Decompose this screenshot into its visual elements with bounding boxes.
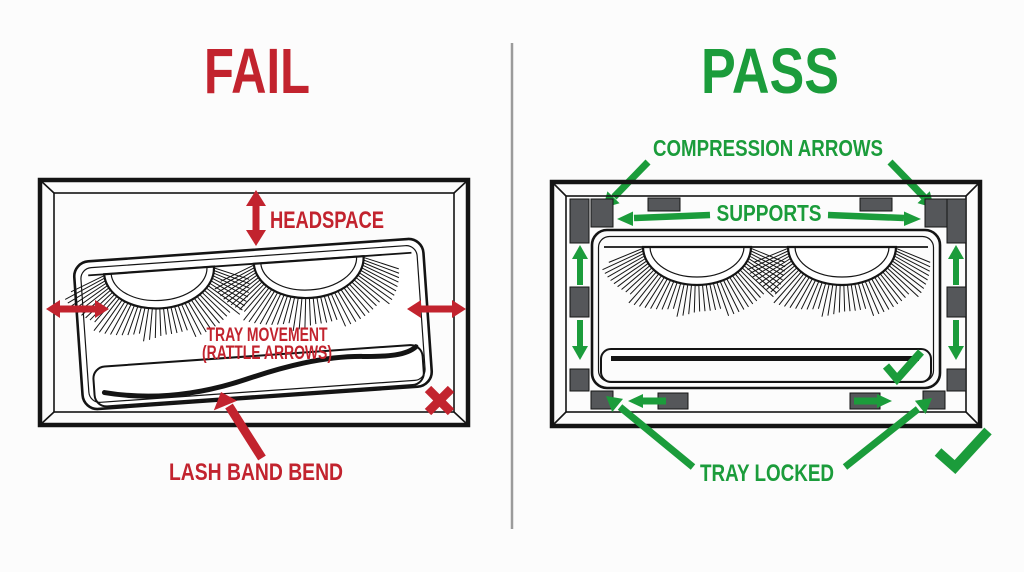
headspace-label: HEADSPACE xyxy=(270,207,384,234)
support-blocks xyxy=(569,197,967,410)
tray-locked-arrow-right-icon xyxy=(842,398,932,470)
support-block xyxy=(946,198,967,244)
support-block xyxy=(590,198,614,228)
compression-up-arrow-right-icon xyxy=(948,245,964,285)
support-block xyxy=(569,368,590,392)
compression-arrows-label: COMPRESSION ARROWS xyxy=(653,135,883,161)
compression-down-arrow-left-icon xyxy=(572,320,588,360)
pass-check-icon xyxy=(934,427,992,474)
fail-title: FAIL xyxy=(204,35,310,107)
bent-lash-band xyxy=(101,344,419,399)
fail-x-icon xyxy=(424,385,455,416)
support-block xyxy=(647,197,681,212)
pass-title: PASS xyxy=(701,35,839,107)
pass-panel: PASS COMPRESSION ARROWS xyxy=(549,35,992,487)
support-block xyxy=(946,368,967,392)
supports-arrow-right-icon xyxy=(827,211,921,226)
tray-locked-label: TRAY LOCKED xyxy=(700,460,834,487)
tray-locked-arrow-left-icon xyxy=(606,396,696,470)
band-check-icon xyxy=(882,349,924,386)
lash-band-bend-arrow-icon xyxy=(213,392,266,461)
rattle-arrow-left-icon xyxy=(46,300,109,318)
compression-up-arrow-left-icon xyxy=(572,245,588,285)
fail-panel: FAIL HEADSPACE xyxy=(37,35,471,486)
lash-illustration xyxy=(602,245,786,317)
tray-movement-label-line2: (RATTLE ARROWS) xyxy=(202,343,332,364)
lash-illustration xyxy=(214,254,400,331)
lock-arrow-right-icon xyxy=(854,394,892,408)
lash-illustration xyxy=(747,245,931,317)
fail-tray xyxy=(64,237,434,411)
compression-down-arrow-right-icon xyxy=(948,320,964,360)
pass-tray xyxy=(590,228,942,390)
support-block xyxy=(569,286,590,318)
headspace-arrow-icon xyxy=(246,190,266,246)
support-block xyxy=(859,197,893,212)
supports-arrow-left-icon xyxy=(617,211,711,226)
supports-label: SUPPORTS xyxy=(717,200,822,226)
lock-arrow-left-icon xyxy=(628,394,666,408)
tray-movement-label-line1: TRAY MOVEMENT xyxy=(207,325,328,346)
lash-band-bend-label: LASH BAND BEND xyxy=(169,459,343,486)
support-block xyxy=(924,198,948,228)
rattle-arrow-right-icon xyxy=(407,300,466,318)
support-block xyxy=(569,198,590,244)
support-block xyxy=(946,286,967,318)
